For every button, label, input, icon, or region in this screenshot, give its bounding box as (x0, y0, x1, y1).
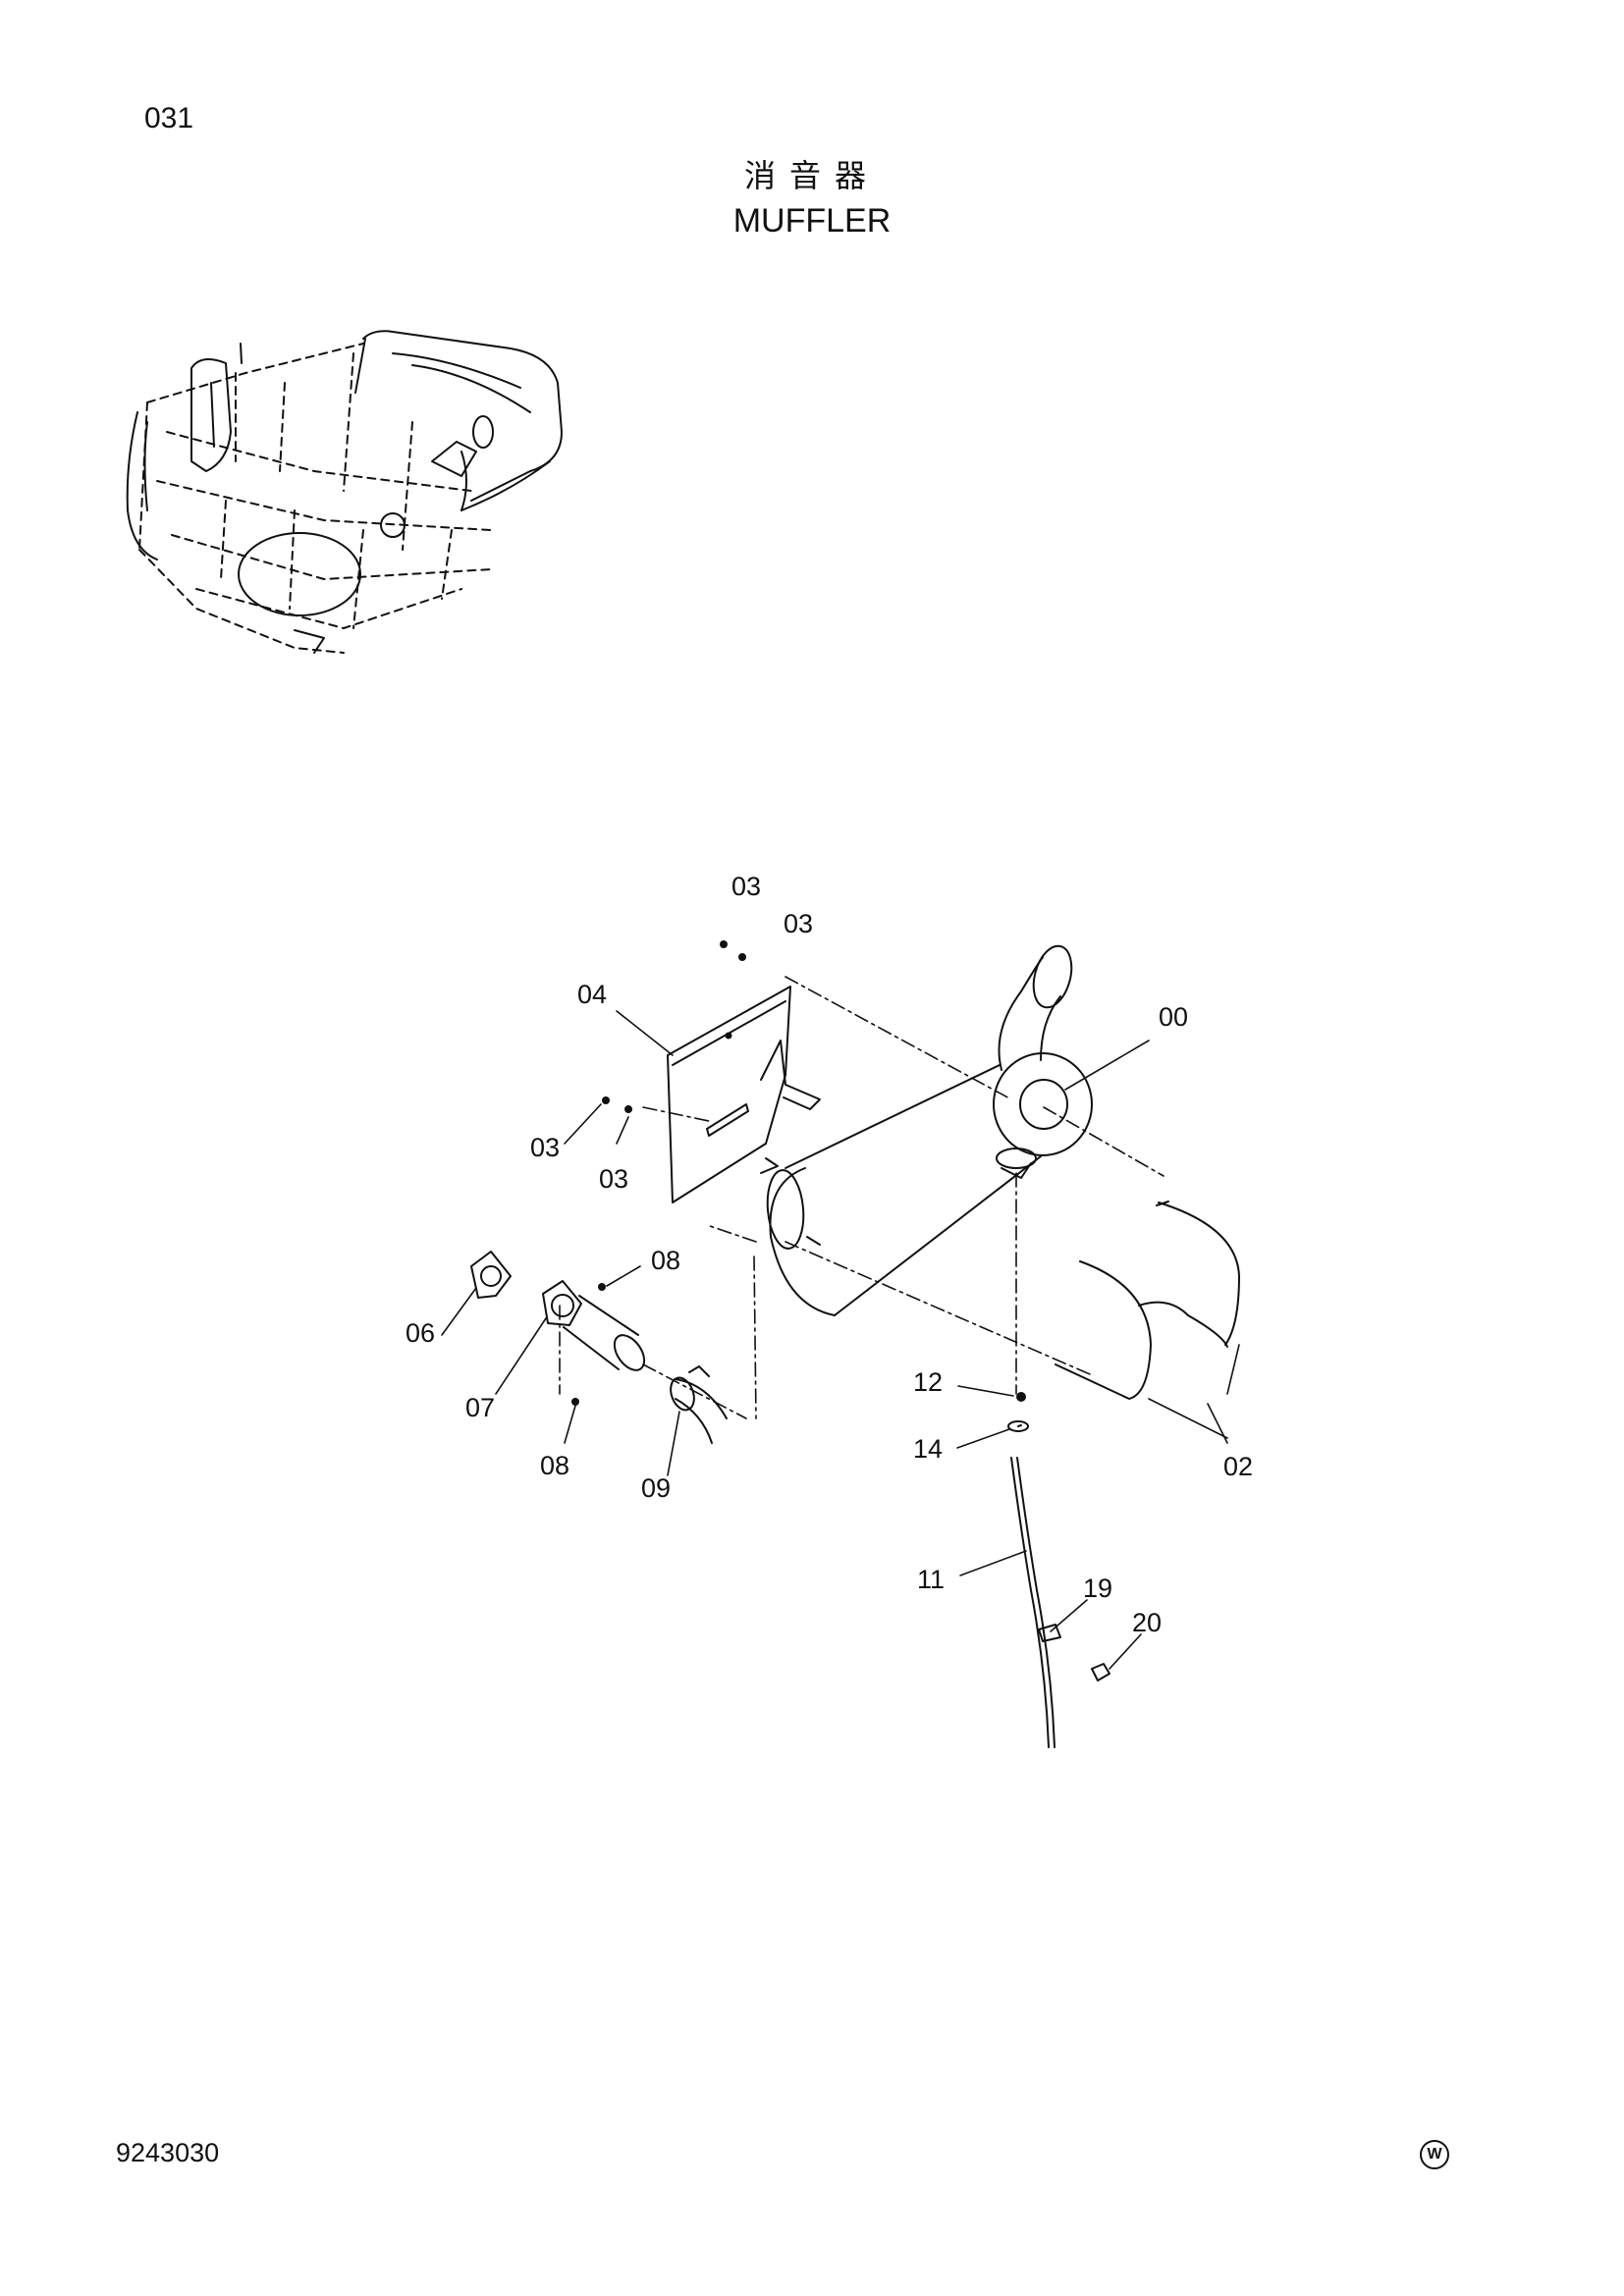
callout-11: 11 (917, 1565, 945, 1594)
callout-14: 14 (913, 1434, 943, 1464)
callout-12: 12 (913, 1367, 943, 1397)
page-title: MUFFLER (732, 202, 892, 240)
drain-tube (1010, 1457, 1110, 1748)
callout-09: 09 (641, 1473, 671, 1503)
callout-04: 04 (577, 980, 607, 1009)
callout-02: 02 (1223, 1452, 1253, 1481)
callout-20: 20 (1132, 1608, 1162, 1637)
callout-07: 07 (465, 1393, 495, 1422)
washer (1007, 1420, 1029, 1432)
callout-08: 08 (540, 1451, 569, 1480)
page-number: 031 (144, 102, 194, 134)
callout-03: 03 (731, 872, 761, 901)
page-title-chinese: 消音器 (743, 157, 880, 194)
heat-shield-plate (667, 986, 821, 1203)
fasteners (571, 940, 1026, 1406)
callout-19: 19 (1083, 1574, 1112, 1603)
callout-03: 03 (530, 1133, 560, 1162)
leader-lines (441, 1010, 1240, 1670)
location-overview-drawing (126, 330, 563, 654)
document-number: 9243030 (116, 2138, 220, 2167)
assembly-lines (559, 976, 1164, 1419)
muffler-body (766, 944, 1093, 1316)
callout-06: 06 (406, 1318, 435, 1348)
callout-03: 03 (599, 1164, 628, 1194)
publisher-mark: W (1420, 2140, 1449, 2169)
callout-00: 00 (1159, 1002, 1188, 1032)
mounting-bands (1055, 1201, 1240, 1400)
callout-08: 08 (651, 1246, 680, 1275)
callout-03: 03 (784, 909, 813, 938)
exhaust-pipe-parts (470, 1251, 728, 1444)
